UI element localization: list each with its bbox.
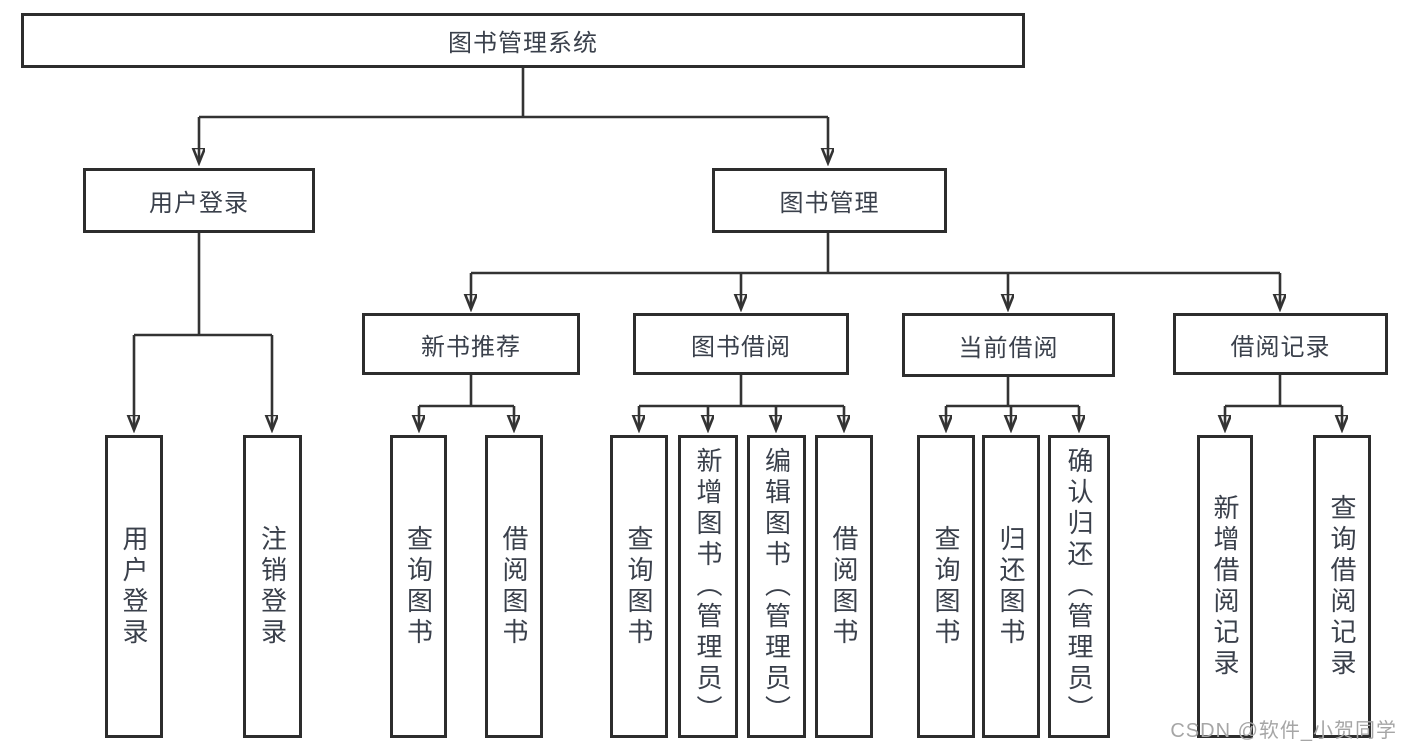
leaf-br-add-record: 新增借阅记录 (1197, 435, 1253, 738)
edges-new-book-recommend-to-leaves (419, 375, 514, 429)
node-book-borrow: 图书借阅 (633, 313, 849, 375)
node-book-borrow-label: 图书借阅 (691, 333, 791, 361)
leaf-bb-query-books: 查询图书 (610, 435, 668, 738)
node-root-label: 图书管理系统 (448, 30, 598, 57)
edges-user-login-to-leaves (134, 233, 272, 429)
leaf-bb-query-books-label: 查询图书 (624, 524, 654, 649)
edges-borrow-records-to-leaves (1225, 375, 1342, 429)
leaf-nbr-borrow-books-label: 借阅图书 (499, 524, 529, 649)
edges-book-management-to-level3 (471, 233, 1280, 308)
edges-book-borrow-to-leaves (639, 375, 844, 429)
node-user-login-label: 用户登录 (149, 190, 249, 217)
edges-current-borrow-to-leaves (946, 377, 1079, 429)
watermark: CSDN @软件_小贺同学 (1170, 720, 1397, 742)
leaf-br-add-record-label: 新增借阅记录 (1210, 493, 1240, 680)
leaf-br-query-record-label: 查询借阅记录 (1327, 493, 1357, 680)
leaf-bb-borrow-books: 借阅图书 (815, 435, 873, 738)
leaf-cb-query-books: 查询图书 (917, 435, 975, 738)
node-user-login: 用户登录 (83, 168, 315, 233)
leaf-cb-return-books: 归还图书 (982, 435, 1040, 738)
leaf-cb-confirm-return-admin-label: 确认归还（管理员） (1064, 447, 1094, 726)
node-book-management: 图书管理 (712, 168, 947, 233)
leaf-cb-query-books-label: 查询图书 (931, 524, 961, 649)
node-new-book-recommend-label: 新书推荐 (421, 333, 521, 361)
leaf-nbr-borrow-books: 借阅图书 (485, 435, 543, 738)
edges-root-to-level2 (199, 68, 828, 162)
leaf-nbr-query-books: 查询图书 (390, 435, 447, 738)
leaf-user-login: 用户登录 (105, 435, 163, 738)
node-borrow-records-label: 借阅记录 (1230, 333, 1331, 361)
leaf-nbr-query-books-label: 查询图书 (403, 524, 434, 649)
leaf-bb-edit-books-admin: 编辑图书（管理员） (747, 435, 806, 738)
leaf-cb-confirm-return-admin: 确认归还（管理员） (1048, 435, 1110, 738)
node-new-book-recommend: 新书推荐 (362, 313, 580, 375)
node-root: 图书管理系统 (21, 13, 1025, 68)
leaf-cb-return-books-label: 归还图书 (996, 524, 1026, 649)
leaf-user-login-label: 用户登录 (119, 524, 149, 649)
leaf-bb-add-books-admin: 新增图书（管理员） (678, 435, 738, 738)
node-borrow-records: 借阅记录 (1173, 313, 1388, 375)
leaf-br-query-record: 查询借阅记录 (1313, 435, 1371, 738)
leaf-bb-edit-books-admin-label: 编辑图书（管理员） (761, 447, 792, 726)
node-current-borrow-label: 当前借阅 (958, 334, 1059, 362)
node-book-management-label: 图书管理 (779, 190, 880, 217)
node-current-borrow: 当前借阅 (902, 313, 1115, 377)
leaf-bb-borrow-books-label: 借阅图书 (829, 524, 859, 649)
leaf-bb-add-books-admin-label: 新增图书（管理员） (693, 447, 723, 726)
leaf-logout-label: 注销登录 (257, 524, 288, 649)
leaf-logout: 注销登录 (243, 435, 302, 738)
